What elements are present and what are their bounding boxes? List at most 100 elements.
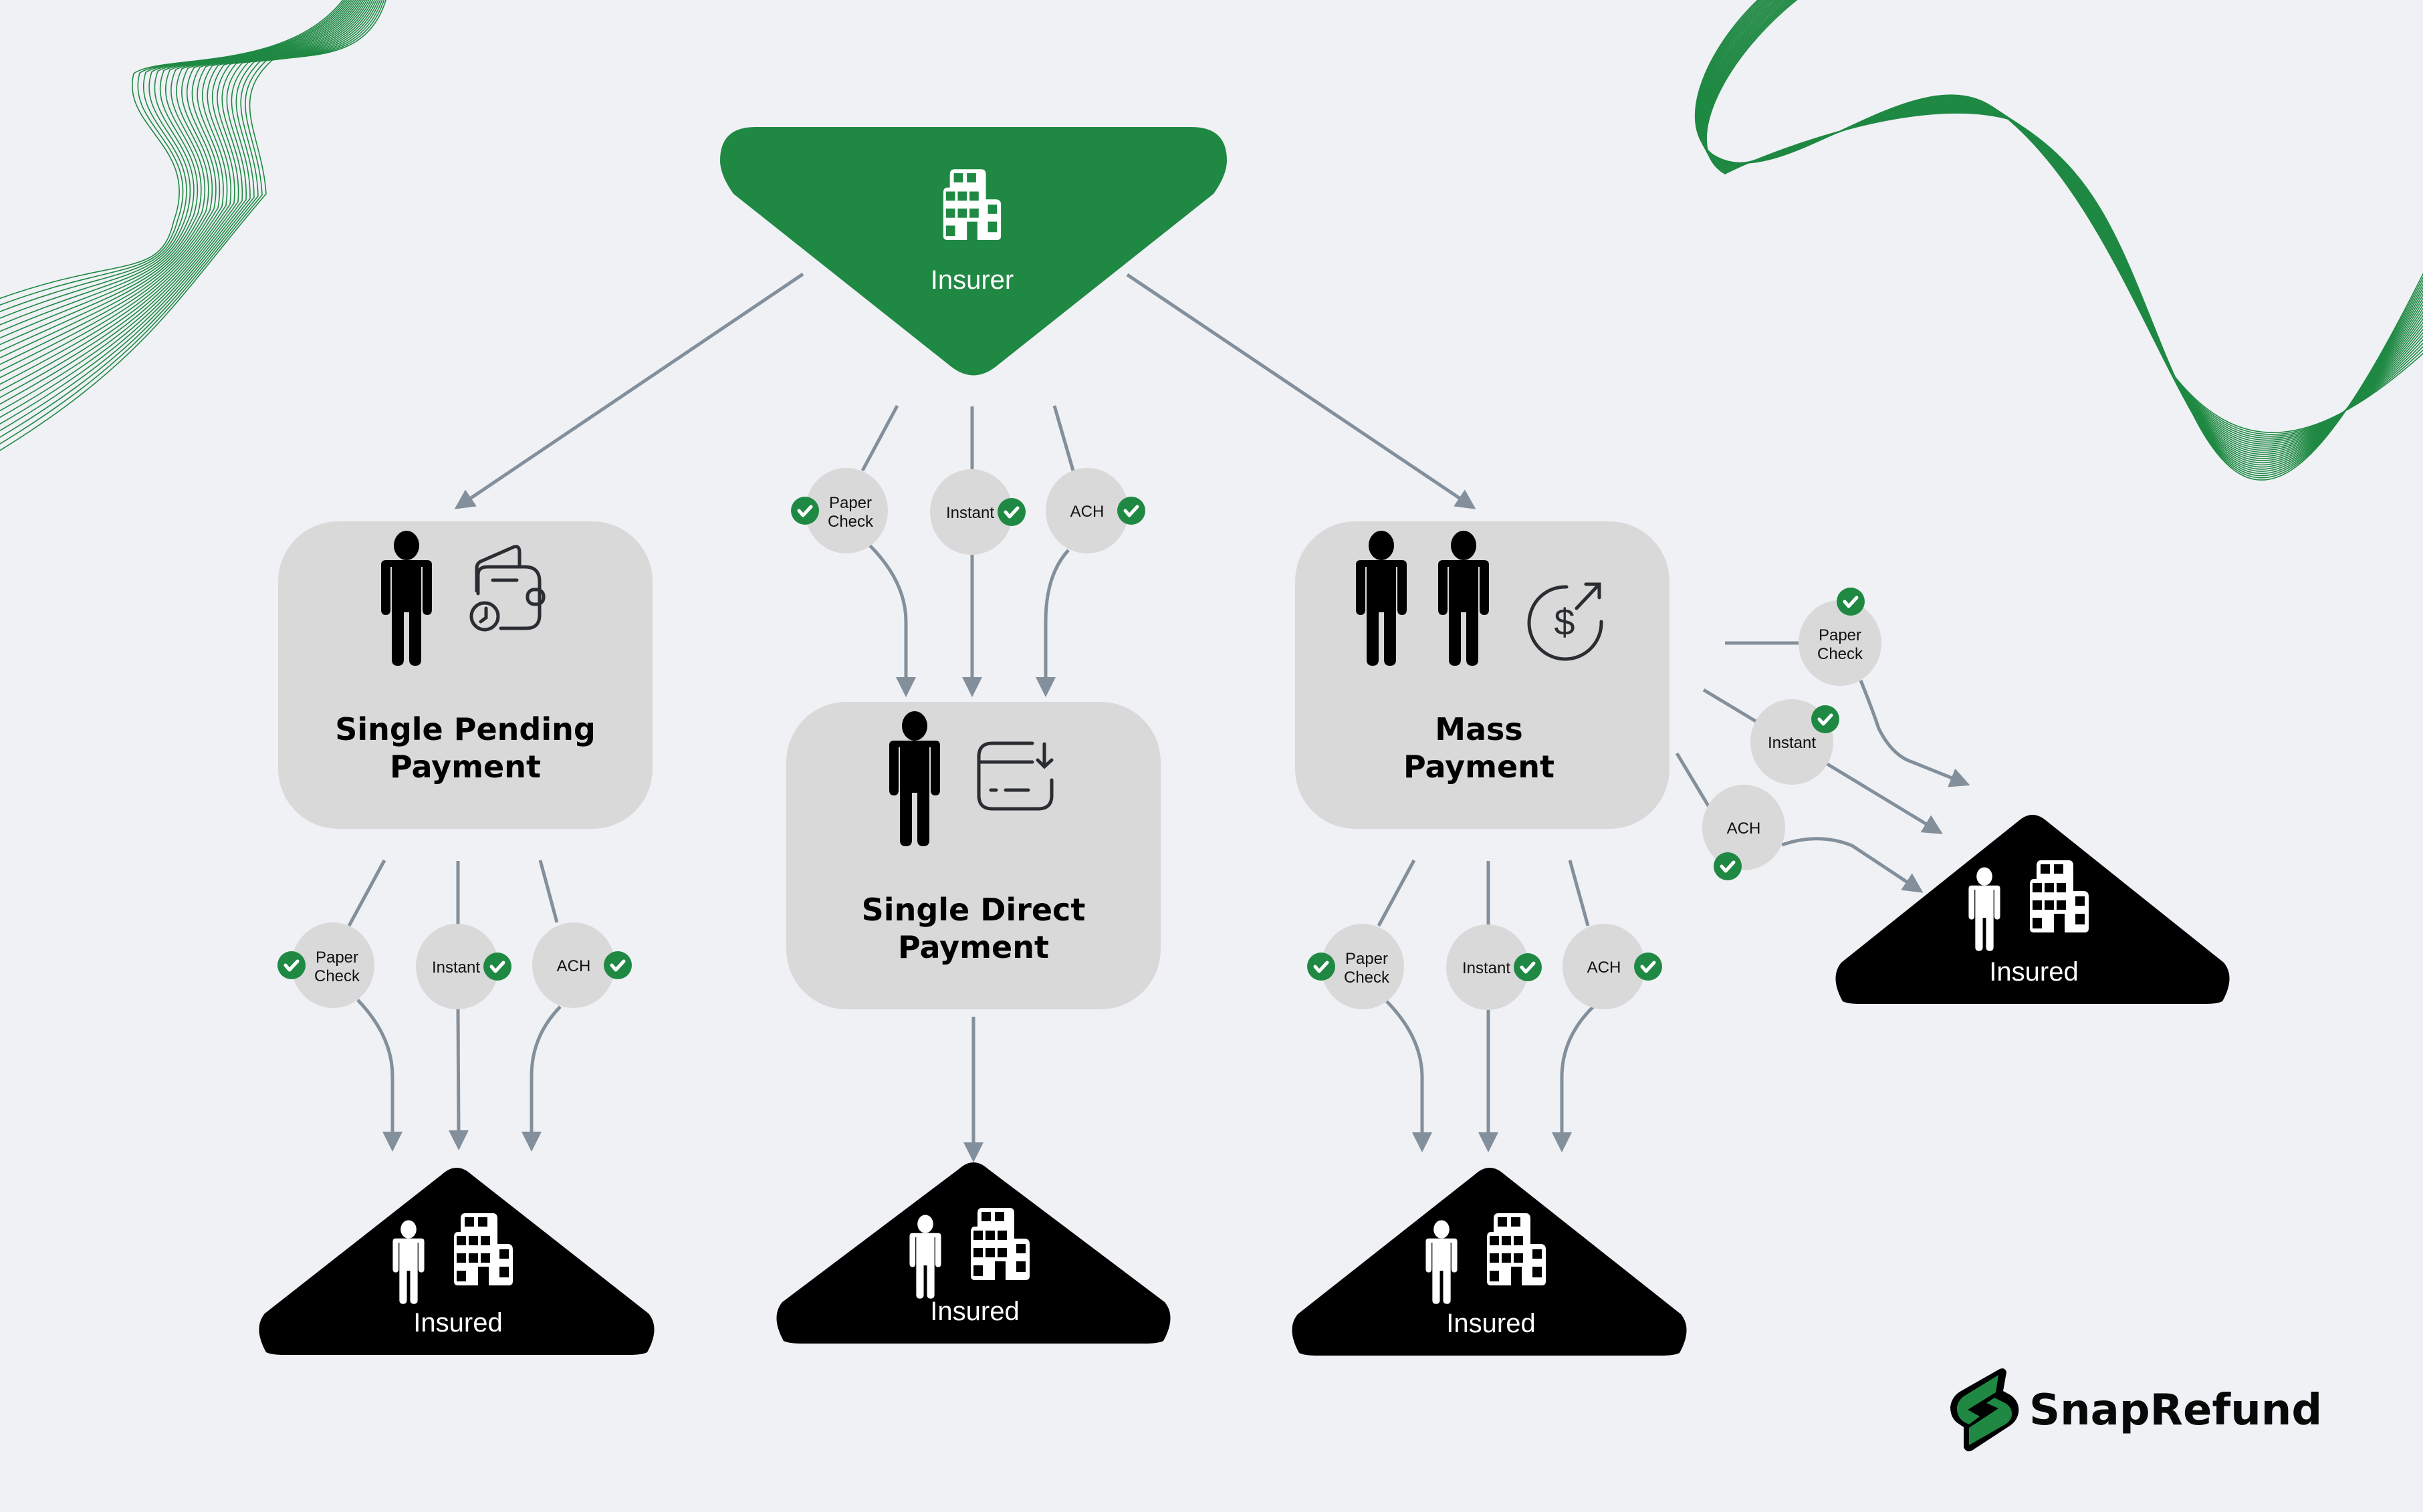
wave-line: [1705, 0, 2423, 435]
connector: [1036, 549, 1070, 697]
wave-line: [1701, 0, 2423, 453]
wave-line: [0, 0, 370, 392]
connector: [1052, 405, 1075, 471]
insured-label: Insured: [413, 1308, 502, 1338]
wave-line: [1700, 0, 2423, 455]
wave-line: [1706, 0, 2423, 433]
method-instant[interactable]: Instant: [1750, 699, 1839, 785]
building-icon: [943, 169, 1002, 241]
wave-line: [1696, 0, 2423, 472]
wave-line: [0, 0, 381, 432]
wave-line: [1698, 0, 2423, 466]
decorative-wave-left: [0, 0, 386, 451]
connector: [868, 543, 916, 697]
wave-line: [1705, 0, 2423, 437]
connector: [1385, 1000, 1432, 1152]
wave-line: [0, 0, 360, 359]
wave-line: [1696, 0, 2423, 475]
insured-label: Insured: [1446, 1309, 1535, 1338]
method-instant[interactable]: Instant: [1446, 924, 1542, 1010]
wave-line: [0, 0, 362, 366]
wave-line: [1694, 0, 2423, 481]
wave-line: [0, 0, 364, 372]
method-ach[interactable]: ACH: [532, 922, 632, 1008]
insurer-to-single-pending-arrow: [454, 272, 804, 509]
payment-box-single-pending[interactable]: Single Pending Payment: [278, 521, 653, 829]
method-instant[interactable]: Instant: [416, 924, 511, 1009]
wave-line: [1695, 0, 2423, 479]
payment-box-single-direct[interactable]: Single Direct Payment: [786, 702, 1161, 1009]
check-circle-icon: [604, 951, 632, 979]
building-icon: [971, 1208, 1030, 1280]
insured-node[interactable]: Insured: [1835, 815, 2230, 1004]
method-ach[interactable]: ACH: [1046, 468, 1145, 553]
wave-line: [1698, 0, 2423, 468]
payment-box-title: Payment: [898, 929, 1049, 965]
payment-box-title: Single Pending: [335, 711, 596, 747]
method-label: Check: [1817, 645, 1863, 663]
insured-node[interactable]: Insured: [776, 1162, 1171, 1344]
method-ach[interactable]: ACH: [1563, 924, 1662, 1009]
method-ach[interactable]: ACH: [1702, 785, 1785, 880]
wave-line: [0, 0, 344, 299]
method-label: ACH: [1070, 503, 1105, 521]
check-circle-icon: [277, 951, 306, 979]
check-circle-icon: [1811, 705, 1839, 733]
insured-node[interactable]: Insured: [259, 1168, 655, 1355]
method-label: Instant: [1768, 734, 1816, 752]
check-circle-icon: [483, 953, 511, 981]
method-instant[interactable]: Instant: [930, 469, 1026, 555]
insured-node[interactable]: Insured: [1292, 1168, 1687, 1356]
connector: [1568, 860, 1590, 926]
svg-text:$: $: [1554, 601, 1575, 643]
method-label: Instant: [1462, 959, 1510, 977]
connectors: [347, 272, 1970, 1162]
wave-line: [0, 0, 358, 352]
method-label: Check: [828, 513, 874, 531]
connector: [860, 404, 899, 472]
building-icon: [1487, 1213, 1546, 1285]
wave-line: [0, 0, 366, 378]
wave-line: [1703, 0, 2423, 445]
wave-line: [0, 0, 368, 385]
wave-line: [1700, 0, 2423, 459]
wave-line: [0, 0, 374, 405]
snaprefund-logo[interactable]: SnapRefund: [1950, 1368, 2322, 1452]
method-label: ACH: [1587, 959, 1621, 977]
method-label: ACH: [1727, 820, 1761, 838]
connector: [448, 1007, 469, 1150]
connector: [1859, 680, 1970, 787]
wave-line: [0, 0, 349, 319]
insurer-label: Insurer: [931, 265, 1014, 295]
check-circle-icon: [1714, 852, 1742, 880]
method-label: Instant: [946, 504, 994, 522]
method-label: ACH: [557, 957, 591, 975]
wave-line: [0, 0, 356, 346]
wave-line: [0, 0, 351, 326]
method-label: Check: [1344, 969, 1390, 987]
method-label: Instant: [432, 959, 480, 977]
method-label: Check: [314, 967, 360, 985]
wave-line: [0, 0, 347, 313]
connector: [538, 860, 559, 923]
insurer-node[interactable]: Insurer: [720, 127, 1227, 376]
wave-line: [0, 0, 383, 438]
wave-line: [0, 0, 375, 412]
check-circle-icon: [791, 497, 819, 525]
wave-line: [0, 0, 372, 398]
payment-box-mass[interactable]: $ Mass Payment: [1295, 521, 1669, 829]
card-download-icon: [977, 741, 1054, 811]
connector: [1675, 752, 1711, 808]
check-circle-icon: [1837, 588, 1865, 616]
wave-line: [0, 0, 377, 418]
connector: [1826, 762, 1943, 834]
connector: [1552, 1005, 1595, 1152]
wave-line: [1701, 0, 2423, 451]
wave-line: [0, 0, 353, 332]
